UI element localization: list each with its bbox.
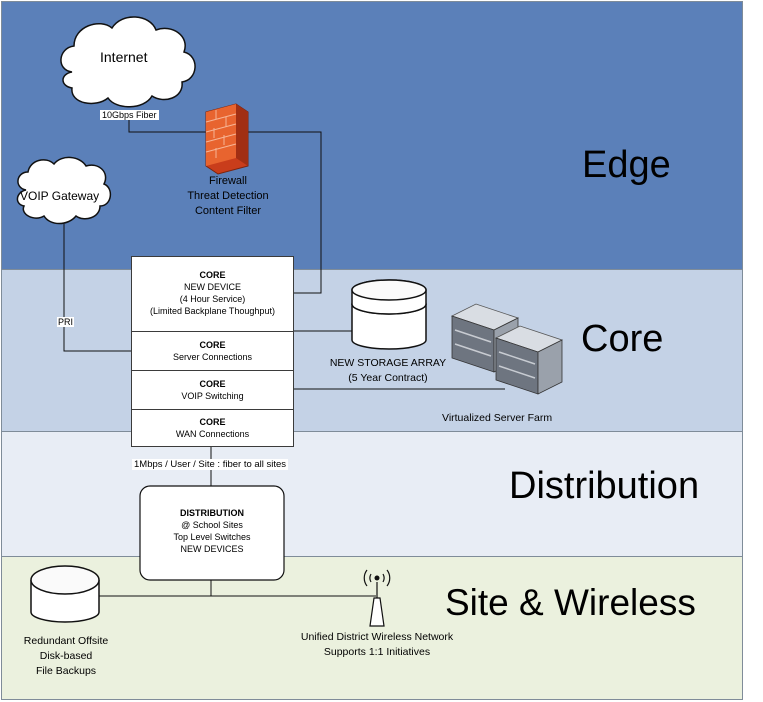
backup-disk-icon — [30, 565, 100, 623]
core-wan-connections-box: CORE WAN Connections — [131, 409, 294, 447]
internet-link-label: 10Gbps Fiber — [100, 110, 159, 120]
internet-to-core-link — [128, 120, 322, 294]
firewall-caption: Firewall Threat Detection Content Filter — [168, 174, 288, 219]
core-block-title: CORE — [199, 417, 226, 427]
site-wireless-zone — [1, 556, 743, 700]
edge-zone-label: Edge — [582, 144, 671, 186]
core-block-title: CORE — [199, 340, 226, 350]
storage-array-icon — [351, 279, 427, 350]
server-farm-icon — [450, 303, 564, 395]
firewall-line-1: Firewall — [209, 175, 247, 187]
distribution-line-3: NEW DEVICES — [180, 544, 244, 554]
distribution-box — [139, 485, 285, 581]
core-zone-label: Core — [581, 318, 664, 360]
firewall-icon — [205, 103, 249, 175]
voip-gateway-cloud-icon — [16, 156, 112, 225]
voip-gateway-label: VOIP Gateway — [20, 189, 100, 203]
core-block-line: Server Connections — [172, 352, 253, 362]
distribution-zone-label: Distribution — [509, 465, 700, 507]
storage-line-1: NEW STORAGE ARRAY — [329, 357, 447, 369]
core-new-device-box: CORE NEW DEVICE (4 Hour Service) (Limite… — [131, 256, 294, 332]
storage-caption: NEW STORAGE ARRAY (5 Year Contract) — [318, 356, 458, 386]
internet-cloud-icon — [60, 16, 196, 108]
voip-link-label: PRI — [57, 317, 75, 327]
backups-line-3: File Backups — [35, 665, 97, 677]
firewall-line-3: Content Filter — [194, 205, 262, 217]
backups-caption: Redundant Offsite Disk-based File Backup… — [6, 634, 126, 679]
core-block-line: (Limited Backplane Thoughput) — [150, 306, 275, 316]
core-block-line: WAN Connections — [175, 429, 250, 439]
wireless-line-1: Unified District Wireless Network — [300, 631, 454, 643]
server-farm-label: Virtualized Server Farm — [442, 412, 553, 424]
wan-link-label: 1Mbps / User / Site : fiber to all sites — [132, 459, 289, 470]
wireless-caption: Unified District Wireless Network Suppor… — [282, 630, 472, 660]
backups-line-1: Redundant Offsite — [23, 635, 109, 647]
core-block-line: VOIP Switching — [181, 391, 244, 401]
firewall-line-2: Threat Detection — [187, 190, 269, 202]
core-voip-switching-box: CORE VOIP Switching — [131, 370, 294, 410]
distribution-line-2: Top Level Switches — [173, 532, 251, 542]
site-wireless-zone-label: Site & Wireless — [445, 582, 696, 623]
core-server-connections-box: CORE Server Connections — [131, 331, 294, 371]
internet-label: Internet — [100, 49, 148, 65]
core-block-title: CORE — [199, 379, 226, 389]
backups-line-2: Disk-based — [39, 650, 93, 662]
core-block-line: (4 Hour Service) — [179, 294, 246, 304]
wireless-line-2: Supports 1:1 Initiatives — [323, 646, 431, 658]
wireless-access-point-icon — [363, 569, 391, 627]
distribution-title: DISTRIBUTION — [180, 508, 244, 518]
distribution-line-1: @ School Sites — [181, 520, 243, 530]
voip-gateway-to-core-link — [63, 224, 131, 352]
storage-line-2: (5 Year Contract) — [348, 372, 428, 384]
core-block-title: CORE — [199, 270, 226, 280]
core-block-line: NEW DEVICE — [183, 282, 241, 292]
distribution-text: DISTRIBUTION @ School Sites Top Level Sw… — [140, 507, 284, 555]
